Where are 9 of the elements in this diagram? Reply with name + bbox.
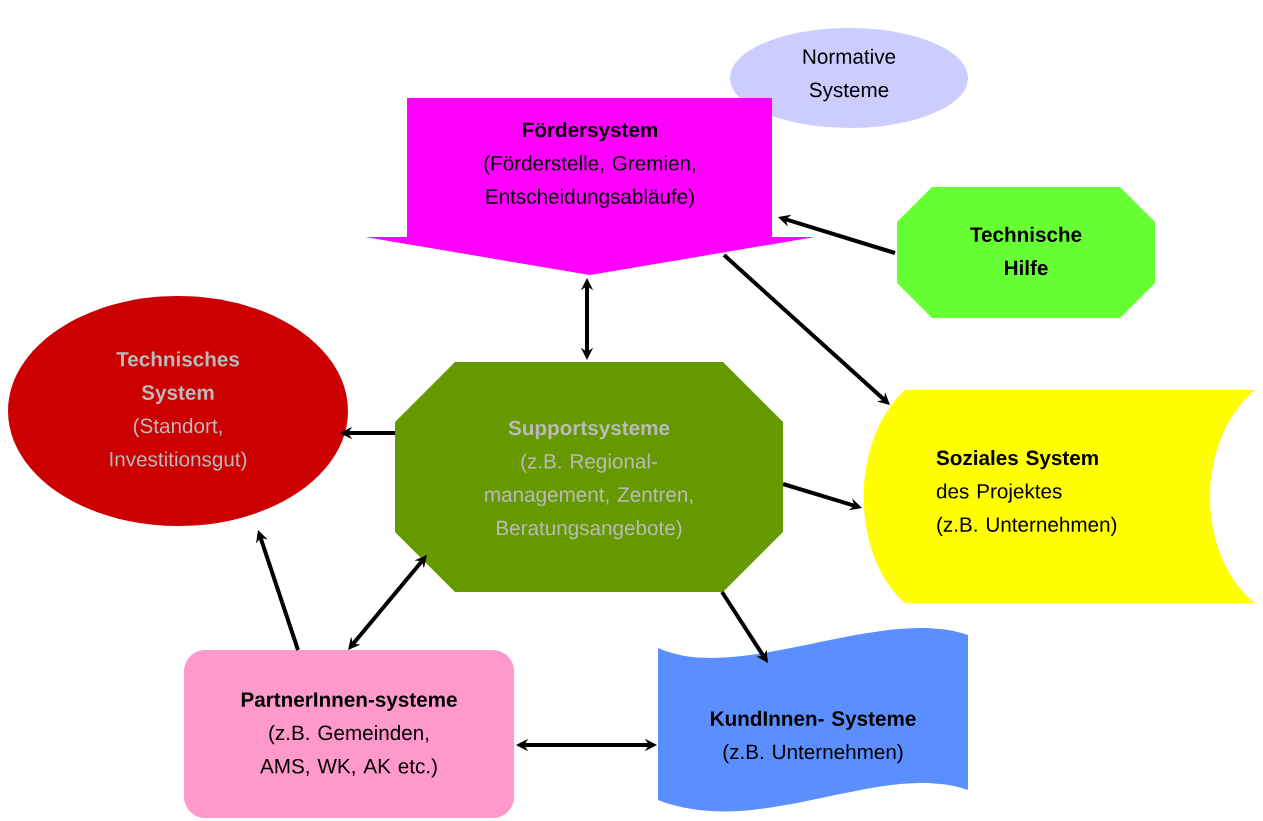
rounded-box: PartnerInnen-systeme (z.B. Gemeinden, AMS, WK, AK etc.)	[184, 650, 514, 818]
octagon: Technische Hilfe	[897, 187, 1155, 318]
arrow-shaped-box: Fördersystem (Förderstelle, Gremien, Entscheidungsabläufe)	[365, 98, 815, 275]
arrow	[722, 253, 890, 405]
curved-banner: Soziales System des Projektes (z.B. Unternehmen)	[863, 390, 1255, 603]
wave-banner: KundInnen- Systeme (z.B. Unternehmen)	[658, 628, 968, 812]
octagon: Supportsysteme (z.B. Regional-management, Zentren, Beratungsangebote)	[395, 362, 783, 592]
arrow	[720, 590, 768, 663]
arrow	[348, 555, 427, 650]
